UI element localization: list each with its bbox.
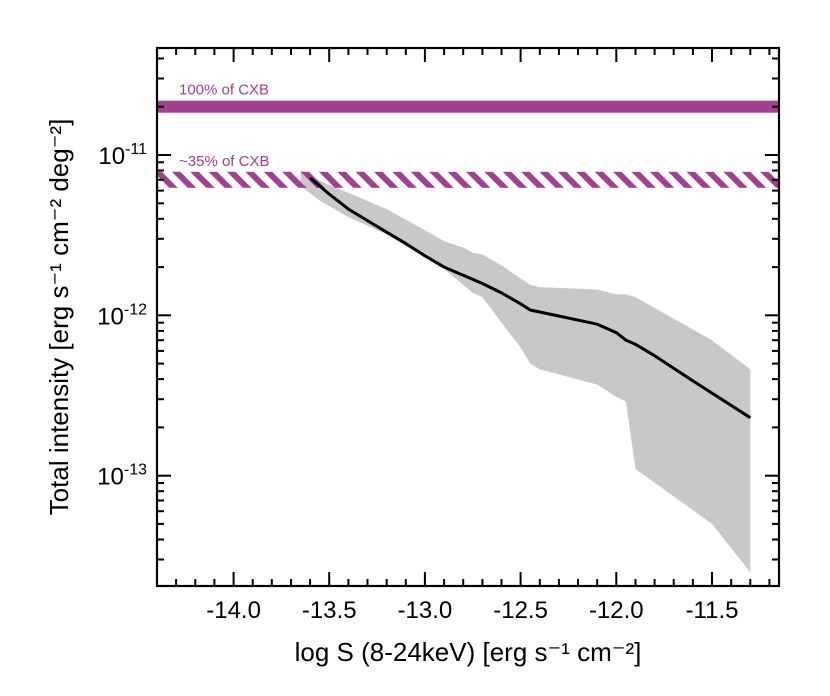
- reference-levels-layer: [157, 100, 779, 188]
- y-tick-base: 10: [97, 464, 124, 491]
- x-tick-label: -13.5: [302, 597, 357, 624]
- series-line-layer: [309, 176, 752, 419]
- y-axis-label: Total intensity [erg s⁻¹ cm⁻² deg⁻²]: [44, 119, 74, 516]
- y-tick-exponent: -12: [124, 301, 147, 318]
- x-tick-label: -14.0: [206, 597, 261, 624]
- y-tick-base: 10: [98, 143, 125, 170]
- x-tick-label: -11.5: [686, 597, 739, 624]
- reference-level-labels: 100% of CXB ~35% of CXB: [179, 82, 269, 170]
- x-axis-label: log S (8-24keV) [erg s⁻¹ cm⁻²]: [295, 637, 642, 667]
- uncertainty-band-layer: [300, 170, 751, 573]
- series-line: [309, 176, 752, 419]
- x-axis-ticks: [156, 48, 771, 586]
- x-axis-tick-labels: -14.0 -13.5 -13.0 -12.5 -12.0 -11.5: [206, 597, 738, 624]
- cxb-35-label: ~35% of CXB: [179, 153, 269, 170]
- y-tick-exponent: -11: [125, 141, 147, 158]
- y-tick-label: 10-12: [97, 301, 147, 330]
- y-tick-exponent: -13: [124, 462, 147, 479]
- y-axis-ticks: [157, 57, 779, 561]
- x-tick-label: -12.0: [589, 597, 644, 624]
- x-tick-label: -13.0: [398, 597, 453, 624]
- uncertainty-band: [300, 170, 751, 573]
- cxb-100-label: 100% of CXB: [179, 82, 269, 99]
- cxb-35-band: [157, 171, 779, 188]
- cxb-100-band: [157, 100, 779, 113]
- y-tick-label: 10-11: [98, 141, 147, 170]
- plot-frame: [155, 46, 781, 588]
- y-tick-label: 10-13: [97, 462, 147, 491]
- x-tick-label: -12.5: [493, 597, 548, 624]
- y-tick-base: 10: [97, 303, 124, 330]
